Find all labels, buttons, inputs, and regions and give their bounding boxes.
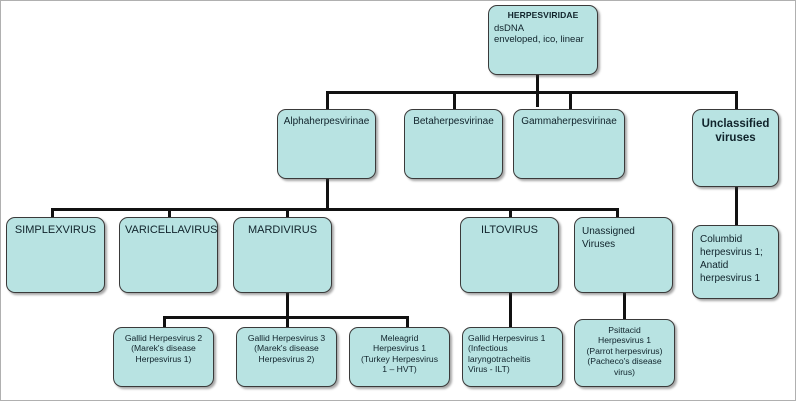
edge-to-gallid-herpesvirus-3: [286, 316, 289, 328]
node-meleagrid-herpesvirus-1[interactable]: Meleagrid Herpesvirus 1 (Turkey Herpesvi…: [349, 327, 450, 387]
edge-to-mardivirus: [286, 208, 289, 225]
edge-to-alphaherpesvirinae: [326, 91, 329, 109]
node-gallid-herpesvirus-3-line3: Herpesvirus 2): [258, 353, 315, 364]
node-unclassified-line1: Unclassified: [701, 118, 770, 130]
node-gammaherpesvirinae-label: Gammaherpesvirinae: [521, 116, 617, 127]
edge-iltovirus-to-gallid-herpesvirus-1: [509, 293, 512, 328]
node-columbid-line2: herpesvirus 1;: [700, 247, 763, 258]
node-columbid-line3: Anatid: [700, 260, 729, 271]
edge-to-iltovirus: [509, 208, 512, 225]
node-gammaherpesvirinae[interactable]: Gammaherpesvirinae: [513, 109, 625, 179]
edge-genus-bus: [51, 208, 619, 211]
node-mardivirus-label: MARDIVIRUS: [247, 224, 318, 236]
node-betaherpesvirinae-label: Betaherpesvirinae: [413, 116, 494, 127]
node-meleagrid-herpesvirus-1-line3: (Turkey Herpesvirus: [360, 353, 439, 364]
node-psittacid-herpesvirus-1-line4: (Pacheco's disease: [587, 356, 662, 367]
node-varicellavirus[interactable]: VARICELLAVIRUS: [119, 217, 218, 293]
node-herpesviridae-line2: enveloped, ico, linear: [494, 34, 584, 45]
node-iltovirus-label: ILTOVIRUS: [480, 224, 539, 236]
node-unassigned-line1: Unassigned: [582, 226, 635, 237]
edge-to-varicellavirus: [168, 208, 171, 225]
node-betaherpesvirinae[interactable]: Betaherpesvirinae: [404, 109, 503, 179]
node-gallid-herpesvirus-2-line1: Gallid Herpesvirus 2: [124, 333, 203, 343]
node-herpesviridae-line1: dsDNA: [494, 22, 525, 34]
node-psittacid-herpesvirus-1-line2: Herpesvirus 1: [597, 335, 651, 346]
node-columbid-line4: herpesvirus 1: [700, 273, 761, 284]
node-gallid-herpesvirus-3-line1: Gallid Herpesvirus 3: [247, 333, 326, 343]
node-simplexvirus[interactable]: SIMPLEXVIRUS: [6, 217, 105, 293]
node-gallid-herpesvirus-1-line3: laryngotracheitis: [468, 353, 531, 364]
node-unclassified-viruses[interactable]: Unclassified viruses: [692, 109, 779, 187]
node-gallid-herpesvirus-3[interactable]: Gallid Herpesvirus 3 (Marek's disease He…: [236, 327, 337, 387]
node-columbid-anatid-herpesvirus[interactable]: Columbid herpesvirus 1; Anatid herpesvir…: [692, 225, 779, 299]
node-gallid-herpesvirus-2-line3: Herpesvirus 1): [135, 353, 192, 364]
node-gallid-herpesvirus-2[interactable]: Gallid Herpesvirus 2 (Marek's disease He…: [113, 327, 214, 387]
node-meleagrid-herpesvirus-1-line2: Herpesvirus 1: [372, 343, 426, 354]
node-herpesviridae[interactable]: HERPESVIRIDAE dsDNA enveloped, ico, line…: [488, 5, 598, 75]
node-meleagrid-herpesvirus-1-line4: 1 – HVT): [382, 364, 417, 375]
node-mardivirus[interactable]: MARDIVIRUS: [233, 217, 332, 293]
node-alphaherpesvirinae-label: Alphaherpesvirinae: [283, 116, 370, 127]
node-psittacid-herpesvirus-1-line3: (Parrot herpesvirus): [586, 345, 663, 356]
node-gallid-herpesvirus-3-line2: (Marek's disease: [254, 343, 319, 354]
node-gallid-herpesvirus-2-line2: (Marek's disease: [131, 343, 196, 354]
edge-to-betaherpesvirinae: [453, 91, 456, 109]
edge-to-gammaherpesvirinae: [569, 91, 572, 109]
node-gallid-herpesvirus-1-line4: Virus - ILT): [468, 364, 510, 375]
edge-mardivirus-down: [286, 293, 289, 319]
edge-unassigned-to-psittacid: [623, 293, 626, 320]
edge-unclassified-to-columbid: [735, 187, 738, 225]
node-columbid-line1: Columbid: [700, 234, 743, 245]
node-unassigned-viruses[interactable]: Unassigned Viruses: [574, 217, 673, 293]
node-psittacid-herpesvirus-1[interactable]: Psittacid Herpesvirus 1 (Parrot herpesvi…: [574, 319, 675, 387]
edge-subfamily-bus: [326, 91, 738, 94]
node-gallid-herpesvirus-1[interactable]: Gallid Herpesvirus 1 (Infectious laryngo…: [462, 327, 563, 387]
node-psittacid-herpesvirus-1-line1: Psittacid: [608, 325, 641, 335]
edge-to-meleagrid-herpesvirus-1: [406, 316, 409, 328]
node-meleagrid-herpesvirus-1-line1: Meleagrid: [380, 333, 419, 343]
edge-to-simplexvirus: [51, 208, 54, 225]
edge-to-unclassified: [735, 91, 738, 109]
edge-alpha-down: [326, 179, 329, 211]
edge-root-down: [536, 73, 539, 107]
node-herpesviridae-title: HERPESVIRIDAE: [507, 10, 579, 20]
edge-to-unassigned: [616, 208, 619, 225]
node-varicellavirus-label: VARICELLAVIRUS: [125, 224, 218, 236]
node-unassigned-line2: Viruses: [582, 239, 616, 250]
node-iltovirus[interactable]: ILTOVIRUS: [460, 217, 559, 293]
node-gallid-herpesvirus-1-line1: Gallid Herpesvirus 1: [468, 333, 546, 343]
edge-to-gallid-herpesvirus-2: [163, 316, 166, 328]
node-unclassified-line2: viruses: [715, 132, 756, 144]
node-gallid-herpesvirus-1-line2: (Infectious: [468, 343, 508, 354]
node-psittacid-herpesvirus-1-line5: virus): [613, 366, 635, 377]
node-alphaherpesvirinae[interactable]: Alphaherpesvirinae: [277, 109, 376, 179]
node-simplexvirus-label: SIMPLEXVIRUS: [14, 224, 97, 236]
